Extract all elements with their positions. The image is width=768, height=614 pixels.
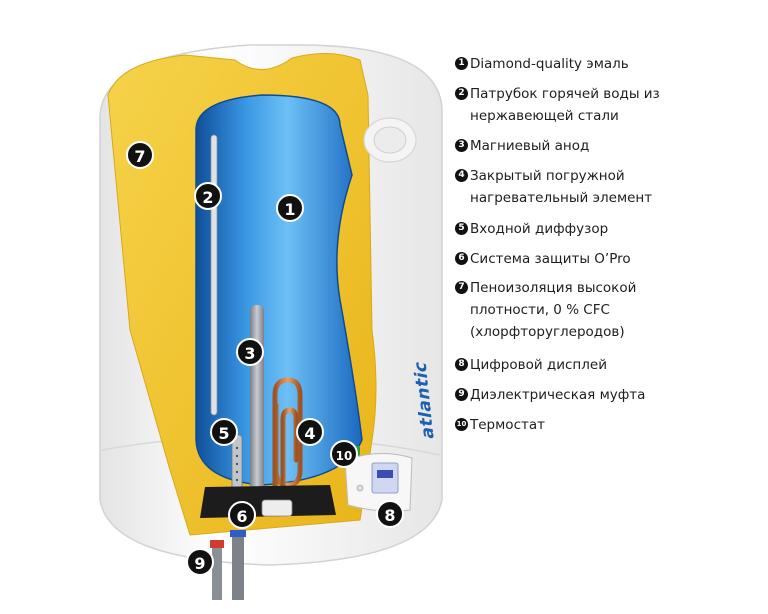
legend-number-badge: 8 <box>455 358 468 371</box>
callout-2: 2 <box>194 182 222 210</box>
legend-item: 8 Цифровой дисплей <box>455 354 607 376</box>
callout-3: 3 <box>236 338 264 366</box>
legend-item: 6 Система защиты O’Pro <box>455 248 631 270</box>
legend-text: Патрубок горячей воды из нержавеющей ста… <box>470 86 660 124</box>
legend-text: Термостат <box>470 417 545 433</box>
legend-number-badge: 2 <box>455 87 468 100</box>
callout-4: 4 <box>296 418 324 446</box>
legend-text: Цифровой дисплей <box>470 357 607 373</box>
legend-item: 10 Термостат <box>455 414 545 436</box>
legend-number-badge: 4 <box>455 169 468 182</box>
legend-text: Пеноизоляция высокой плотности, 0 % CFC … <box>470 280 637 340</box>
legend-text: Система защиты O’Pro <box>470 251 631 267</box>
legend-text: Магниевый анод <box>470 138 590 154</box>
callout-7: 7 <box>126 141 154 169</box>
callout-10: 10 <box>330 440 358 468</box>
legend-text: Diamond-quality эмаль <box>470 56 629 72</box>
callout-8: 8 <box>376 500 404 528</box>
callout-9: 9 <box>186 548 214 576</box>
legend-item: 4 Закрытый погружной нагревательный элем… <box>455 165 652 209</box>
legend-number-badge: 7 <box>455 281 468 294</box>
legend-item: 5 Входной диффузор <box>455 218 608 240</box>
front-logo-emboss <box>363 117 417 163</box>
legend-number-badge: 1 <box>455 57 468 70</box>
callout-5: 5 <box>210 418 238 446</box>
legend-number-badge: 10 <box>455 418 468 431</box>
legend-number-badge: 3 <box>455 139 468 152</box>
diffuser-holes <box>235 446 239 482</box>
legend-item: 2 Патрубок горячей воды из нержавеющей с… <box>455 83 660 127</box>
legend-text: Диэлектрическая муфта <box>470 387 646 403</box>
legend-item: 9 Диэлектрическая муфта <box>455 384 645 406</box>
legend-number-badge: 5 <box>455 222 468 235</box>
legend-item: 7 Пеноизоляция высокой плотности, 0 % CF… <box>455 277 636 343</box>
callout-6: 6 <box>228 501 256 529</box>
magnesium-anode <box>250 305 264 500</box>
legend-number-badge: 9 <box>455 388 468 401</box>
legend-text: Входной диффузор <box>470 221 609 237</box>
legend-text: Закрытый погружной нагревательный элемен… <box>470 168 653 206</box>
opro-protection-flange <box>200 485 336 518</box>
digital-display <box>344 452 413 512</box>
legend-number-badge: 6 <box>455 252 468 265</box>
dielectric-fittings <box>210 530 246 600</box>
hot-water-pipe <box>210 134 218 416</box>
legend-item: 3 Магниевый анод <box>455 135 589 157</box>
callout-1: 1 <box>276 194 304 222</box>
legend-item: 1 Diamond-quality эмаль <box>455 53 629 75</box>
